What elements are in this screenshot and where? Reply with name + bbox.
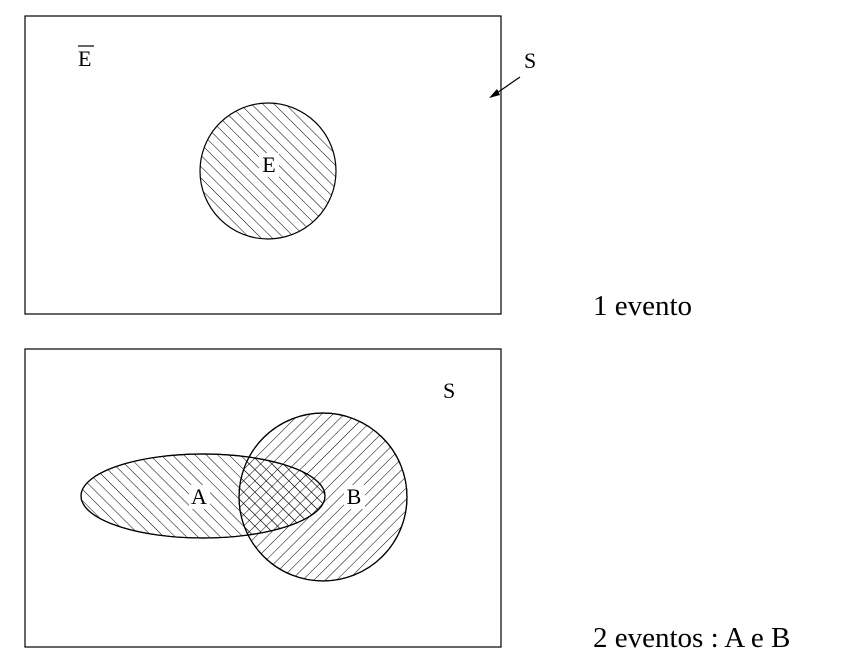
event-b-label-bg (344, 485, 365, 509)
event-e-label-bg (259, 153, 279, 177)
sample-space-box-two (24, 348, 502, 648)
event-a-label: A (191, 484, 207, 509)
space-pointer-arrowhead (489, 89, 500, 98)
caption-two: 2 eventos : A e B (593, 622, 790, 654)
sample-space-box (24, 15, 502, 315)
complement-label: E (78, 46, 91, 71)
intersection-a-b (239, 454, 325, 538)
event-a-outline (80, 453, 326, 539)
event-a-label-bg (189, 485, 210, 509)
space-label-one: S (524, 48, 536, 73)
space-label-two: S (443, 378, 455, 403)
event-b-label: B (347, 484, 362, 509)
caption-one: 1 evento (593, 290, 692, 322)
event-e-label: E (262, 152, 275, 177)
diagram-one: E E S 1 evento (24, 15, 692, 322)
event-b-outline (238, 412, 408, 582)
diagram-two: S A B 2 eventos : A e B (24, 348, 790, 654)
